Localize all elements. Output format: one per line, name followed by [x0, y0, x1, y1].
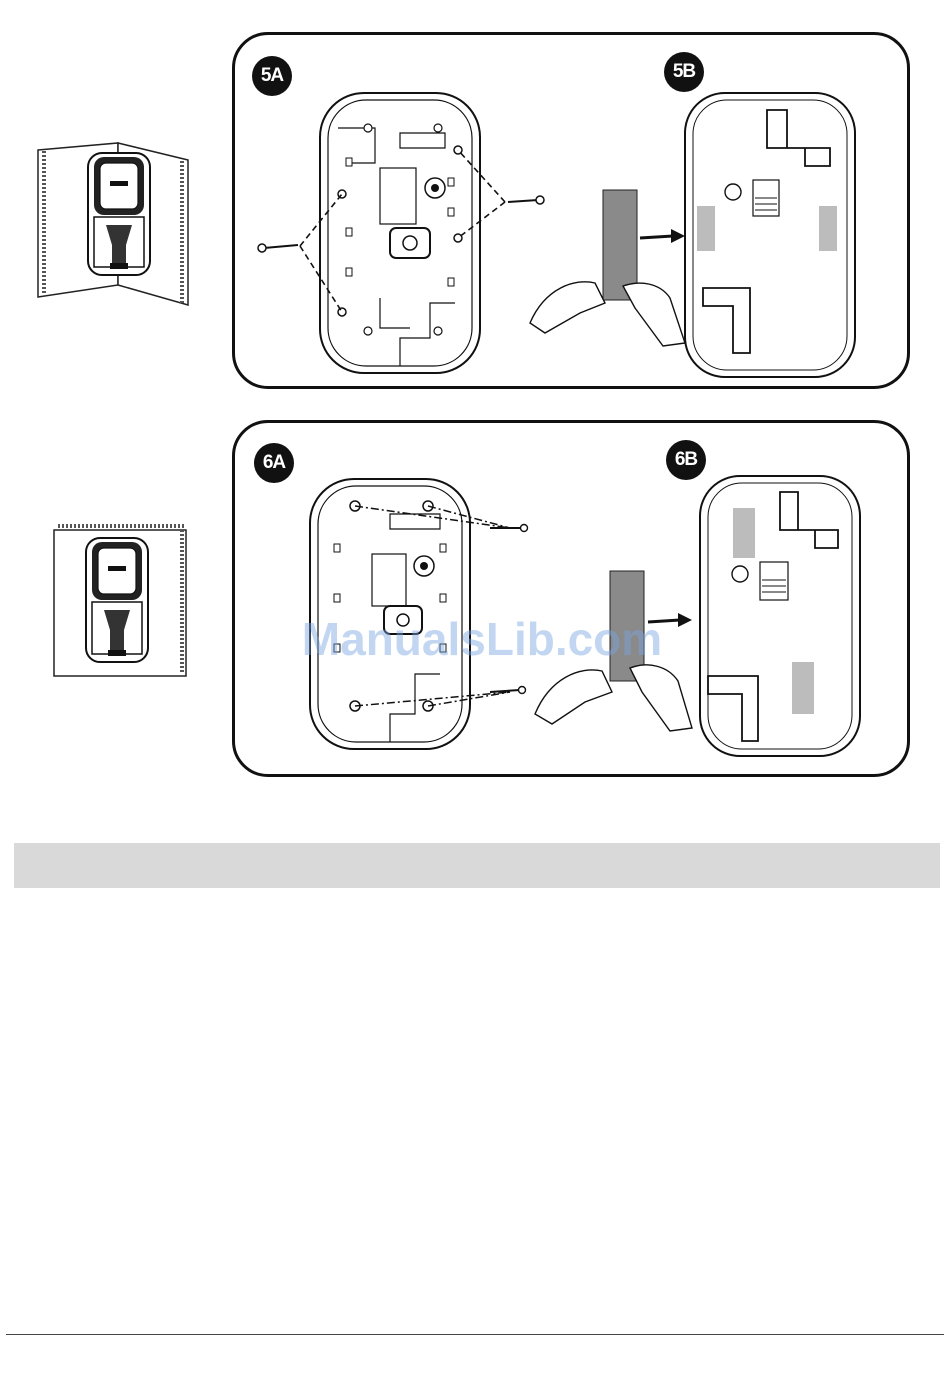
step-6a-badge: 6A — [254, 443, 294, 483]
back-plate-6a-illustration — [300, 474, 540, 754]
arrow-icon — [640, 229, 685, 243]
corner-mount-illustration — [30, 135, 195, 310]
footer-rule — [6, 1334, 944, 1335]
step-5b-badge: 5B — [664, 52, 704, 92]
screw-icon — [258, 244, 298, 252]
adhesive-6b-illustration — [530, 456, 870, 756]
back-plate-5a-illustration — [250, 88, 550, 378]
flat-wall-mount-illustration — [50, 520, 190, 680]
hand-icon — [530, 282, 605, 333]
section-header-bar — [14, 843, 940, 888]
adhesive-5b-illustration — [525, 88, 885, 383]
